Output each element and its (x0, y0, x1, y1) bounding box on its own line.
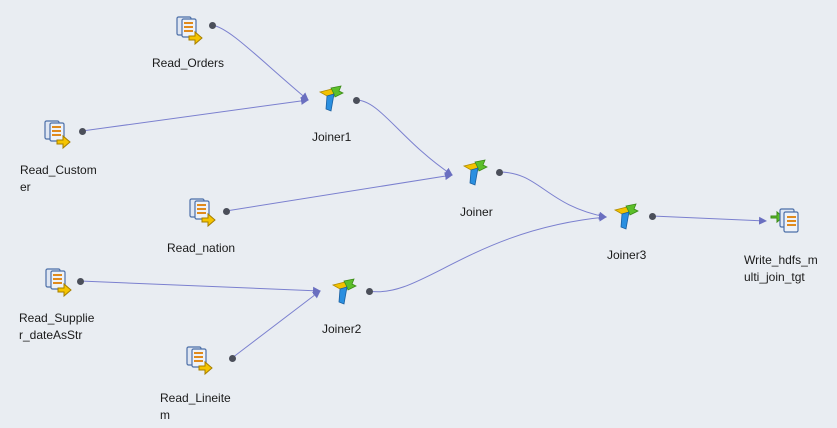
edge-joiner2-to-joiner3[interactable] (368, 213, 607, 293)
edge-read-supplier-to-joiner2[interactable] (79, 280, 321, 295)
node-label-read-lineitem: Read_Lineite m (160, 391, 231, 422)
output-port[interactable] (78, 127, 86, 135)
edge-read-customer-to-joiner1[interactable] (81, 96, 309, 132)
edge-read-orders-to-joiner1[interactable] (211, 24, 309, 101)
output-port[interactable] (222, 207, 230, 215)
output-port[interactable] (365, 287, 373, 295)
source-icon[interactable] (173, 14, 205, 46)
edge-read-nation-to-joiner[interactable] (225, 172, 453, 212)
edge-joiner1-to-joiner[interactable] (355, 99, 453, 176)
output-port[interactable] (228, 354, 236, 362)
output-port[interactable] (352, 96, 360, 104)
joiner-icon[interactable] (612, 201, 644, 233)
output-port[interactable] (648, 212, 656, 220)
output-port[interactable] (76, 277, 84, 285)
joiner-icon[interactable] (461, 157, 493, 189)
joiner-icon[interactable] (317, 83, 349, 115)
node-label-read-customer: Read_Custom er (20, 163, 97, 194)
node-label-read-orders: Read_Orders (152, 56, 225, 70)
source-icon[interactable] (41, 118, 73, 150)
target-icon[interactable] (768, 204, 800, 236)
node-label-write-hdfs: Write_hdfs_m ulti_join_tgt (744, 253, 818, 284)
joiner-icon[interactable] (330, 276, 362, 308)
edge-joiner3-to-write-hdfs[interactable] (651, 215, 767, 225)
node-label-joiner3: Joiner3 (607, 248, 647, 262)
node-label-read-nation: Read_nation (167, 241, 236, 255)
node-label-read-supplier: Read_Supplie r_dateAsStr (19, 311, 95, 342)
output-port[interactable] (208, 21, 216, 29)
edge-read-lineitem-to-joiner2[interactable] (231, 290, 321, 359)
edge-joiner-to-joiner3[interactable] (498, 171, 607, 220)
source-icon[interactable] (183, 344, 215, 376)
node-label-joiner: Joiner (460, 205, 493, 219)
node-label-joiner2: Joiner2 (322, 322, 362, 336)
source-icon[interactable] (186, 196, 218, 228)
output-port[interactable] (495, 168, 503, 176)
node-label-joiner1: Joiner1 (312, 130, 352, 144)
source-icon[interactable] (42, 266, 74, 298)
